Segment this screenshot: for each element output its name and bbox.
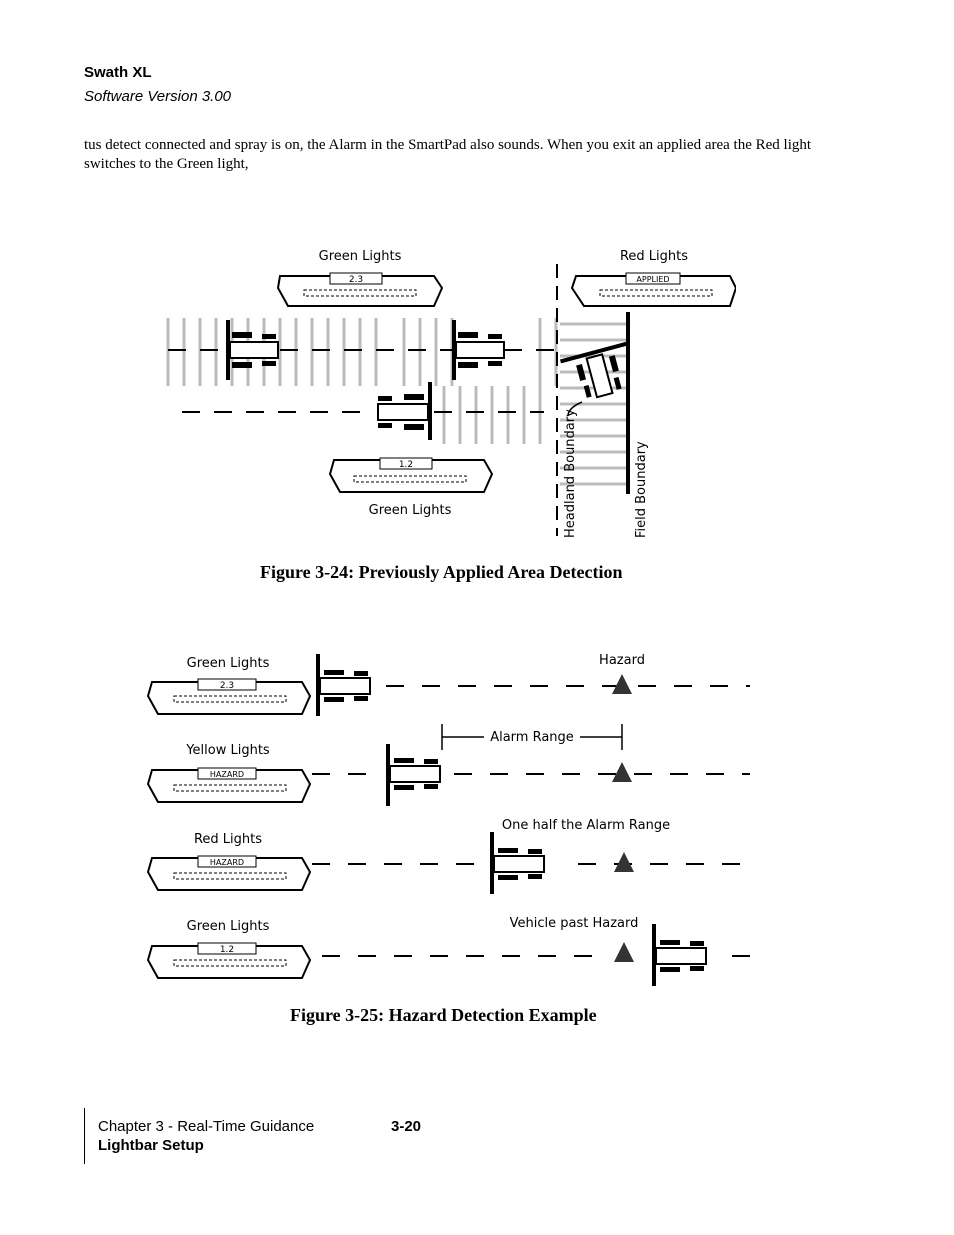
label-red-top: Red Lights bbox=[620, 249, 688, 264]
row1-note: Hazard bbox=[599, 653, 645, 668]
row3-note: One half the Alarm Range bbox=[502, 818, 670, 833]
svg-text:HAZARD: HAZARD bbox=[210, 770, 244, 779]
tractor-1 bbox=[226, 320, 279, 380]
footer-chapter: Chapter 3 - Real-Time Guidance bbox=[98, 1118, 315, 1135]
lightbar-green-top: 2.3 bbox=[276, 272, 444, 307]
row4-lightbar: 1.2 bbox=[146, 942, 312, 979]
row2-note: Alarm Range bbox=[490, 730, 574, 745]
row2-lightbar: HAZARD bbox=[146, 767, 312, 803]
row4-note: Vehicle past Hazard bbox=[510, 916, 639, 931]
label-headland-boundary: Headland Boundary bbox=[563, 409, 578, 538]
tractor-2 bbox=[452, 320, 505, 380]
row3-label: Red Lights bbox=[194, 832, 262, 847]
svg-text:1.2: 1.2 bbox=[399, 460, 413, 470]
svg-text:1.2: 1.2 bbox=[220, 945, 234, 955]
row3-lightbar: HAZARD bbox=[146, 855, 312, 891]
figure-hazard-detection: Green Lights 2.3 Hazard Yellow Lights HA… bbox=[146, 646, 754, 990]
row1-label: Green Lights bbox=[187, 656, 270, 671]
row1-lightbar: 2.3 bbox=[146, 678, 312, 715]
label-green-bottom: Green Lights bbox=[369, 503, 452, 518]
row4-label: Green Lights bbox=[187, 919, 270, 934]
figure-caption-1: Figure 3-24: Previously Applied Area Det… bbox=[260, 562, 623, 582]
hazard-triangle-1 bbox=[612, 674, 632, 694]
tractor-3 bbox=[377, 382, 432, 440]
label-field-boundary: Field Boundary bbox=[634, 441, 649, 538]
tractor-turning bbox=[559, 341, 629, 399]
svg-text:APPLIED: APPLIED bbox=[636, 275, 669, 284]
hazard-triangle-4 bbox=[614, 942, 634, 962]
figure-applied-area: 2.3 Green Lights APPLIED Red Lights 1.2 … bbox=[164, 240, 736, 540]
row2-label: Yellow Lights bbox=[185, 743, 270, 758]
hazard-triangle-2 bbox=[612, 762, 632, 782]
svg-text:2.3: 2.3 bbox=[349, 275, 363, 285]
footer-page-number: 3-20 bbox=[391, 1118, 422, 1135]
footer-rule bbox=[84, 1108, 85, 1164]
footer-section: Lightbar Setup bbox=[98, 1137, 204, 1154]
software-version: Software Version 3.00 bbox=[84, 88, 232, 105]
document-title: Swath XL bbox=[84, 64, 152, 81]
svg-text:HAZARD: HAZARD bbox=[210, 858, 244, 867]
label-green-top: Green Lights bbox=[319, 249, 402, 264]
svg-text:2.3: 2.3 bbox=[220, 681, 234, 691]
hazard-triangle-3 bbox=[614, 852, 634, 872]
figure-caption-2: Figure 3-25: Hazard Detection Example bbox=[290, 1005, 597, 1025]
lightbar-red-top: APPLIED bbox=[570, 272, 736, 307]
body-paragraph: tus detect connected and spray is on, th… bbox=[84, 137, 812, 172]
lightbar-green-bottom: 1.2 bbox=[328, 457, 494, 493]
